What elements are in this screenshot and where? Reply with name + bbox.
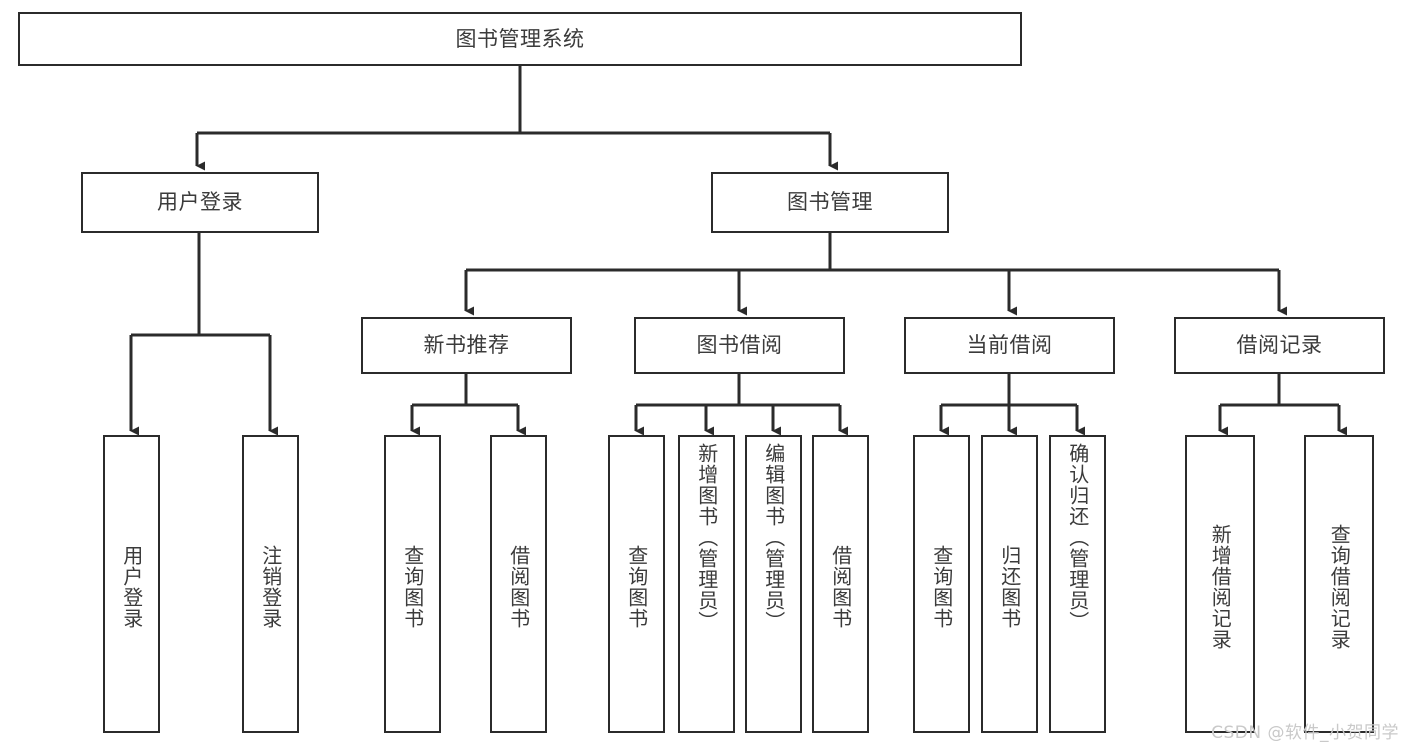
node-label: 注销登录	[258, 545, 283, 629]
node-label: 新增借阅记录	[1208, 524, 1233, 650]
node-label: 确认归还（管理员）	[1065, 443, 1090, 632]
leaf-book-borrow-borrow-book[interactable]: 借阅图书	[812, 435, 869, 733]
leaf-book-borrow-add-book-admin[interactable]: 新增图书（管理员）	[678, 435, 735, 733]
node-book-borrow[interactable]: 图书借阅	[634, 317, 845, 374]
leaf-borrow-record-query-record[interactable]: 查询借阅记录	[1304, 435, 1374, 733]
node-label: 查询图书	[929, 545, 954, 629]
leaf-new-book-query-book[interactable]: 查询图书	[384, 435, 441, 733]
node-label: 借阅记录	[1236, 333, 1323, 358]
node-label: 借阅图书	[828, 545, 853, 629]
leaf-current-borrow-query-book[interactable]: 查询图书	[913, 435, 970, 733]
node-label: 借阅图书	[506, 545, 531, 629]
node-new-book-recommend[interactable]: 新书推荐	[361, 317, 572, 374]
node-label: 图书借阅	[696, 333, 783, 358]
node-label: 查询图书	[624, 545, 649, 629]
node-label: 编辑图书（管理员）	[761, 443, 786, 632]
node-label: 图书管理	[787, 190, 873, 215]
node-label: 新增图书（管理员）	[694, 443, 719, 632]
node-label: 查询借阅记录	[1327, 524, 1352, 650]
node-label: 用户登录	[119, 545, 144, 629]
node-user-login[interactable]: 用户登录	[81, 172, 319, 233]
node-root-book-management-system[interactable]: 图书管理系统	[18, 12, 1022, 66]
leaf-book-borrow-query-book[interactable]: 查询图书	[608, 435, 665, 733]
node-book-management[interactable]: 图书管理	[711, 172, 949, 233]
node-label: 新书推荐	[423, 333, 510, 358]
node-borrow-record[interactable]: 借阅记录	[1174, 317, 1385, 374]
leaf-current-borrow-confirm-return-admin[interactable]: 确认归还（管理员）	[1049, 435, 1106, 733]
leaf-user-login-logout[interactable]: 注销登录	[242, 435, 299, 733]
leaf-current-borrow-return-book[interactable]: 归还图书	[981, 435, 1038, 733]
node-label: 图书管理系统	[455, 26, 585, 51]
leaf-user-login-login[interactable]: 用户登录	[103, 435, 160, 733]
node-current-borrow[interactable]: 当前借阅	[904, 317, 1115, 374]
leaf-borrow-record-add-record[interactable]: 新增借阅记录	[1185, 435, 1255, 733]
node-label: 归还图书	[997, 545, 1022, 629]
node-label: 查询图书	[400, 545, 425, 629]
leaf-new-book-borrow-book[interactable]: 借阅图书	[490, 435, 547, 733]
node-label: 用户登录	[157, 190, 243, 215]
node-label: 当前借阅	[966, 333, 1053, 358]
leaf-book-borrow-edit-book-admin[interactable]: 编辑图书（管理员）	[745, 435, 802, 733]
